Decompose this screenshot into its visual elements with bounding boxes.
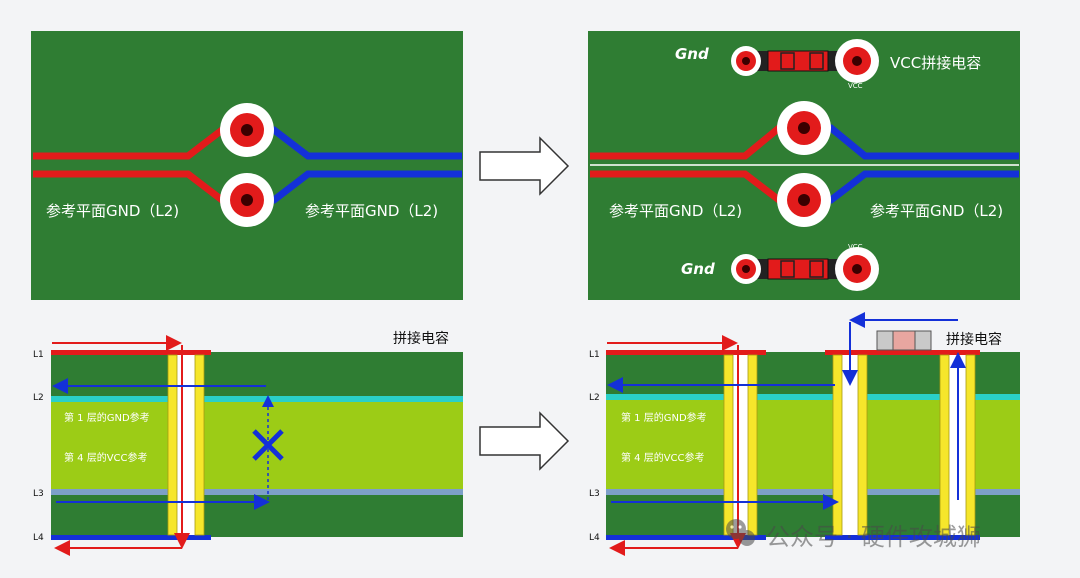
gnd-plane-l2-right xyxy=(204,396,463,402)
bottom-left-panel: L1 L2 L3 L4 第 1 层的GND参考 第 4 层的VCC参考 拼接电容 xyxy=(33,330,463,556)
vcc-small-label-top: VCC xyxy=(848,82,863,90)
vcc-plane-l3-seg xyxy=(757,489,833,495)
l1-copper xyxy=(51,350,211,355)
dielectric-l2-l3 xyxy=(51,400,463,490)
stitch-via-wall xyxy=(832,354,843,536)
top-left-panel: 参考平面GND（L2) 参考平面GND（L2) xyxy=(31,31,463,300)
transition-arrow-top xyxy=(479,136,570,196)
gnd-plane-l2-seg xyxy=(606,394,724,400)
ref-gnd-label: 第 1 层的GND参考 xyxy=(621,411,707,424)
layer-label-l2: L2 xyxy=(589,393,600,403)
vcc-plane-l3-seg xyxy=(867,489,940,495)
l4-copper-cap xyxy=(825,535,980,540)
signal-via-wall xyxy=(747,354,758,536)
blocked-x-icon xyxy=(252,429,284,461)
layer-label-l1: L1 xyxy=(33,350,44,360)
stitch-via-wall xyxy=(965,354,976,536)
panel-title: 拼接电容 xyxy=(393,330,449,347)
layer-label-l2: L2 xyxy=(33,393,44,403)
stitching-capacitor xyxy=(876,330,932,351)
gnd-plane-l2-seg xyxy=(975,394,1020,400)
l1-copper-cap xyxy=(825,350,980,355)
gnd-plane-l2-left xyxy=(51,396,169,402)
ref-gnd-label: 第 1 层的GND参考 xyxy=(64,411,150,424)
gnd-label-bottom: Gnd xyxy=(681,260,715,278)
board-top-left xyxy=(31,31,463,300)
top-right-panel: Gnd VCC拼接电容 VCC 参考平面GND（L2) 参考平面GND（L2) … xyxy=(588,31,1020,300)
stitch-via-wall xyxy=(857,354,868,536)
gnd-label-top: Gnd xyxy=(675,45,709,63)
ref-vcc-label: 第 4 层的VCC参考 xyxy=(621,451,705,464)
ref-plane-label-right: 参考平面GND（L2) xyxy=(870,202,1003,220)
l1-copper xyxy=(606,350,766,355)
stitching-capacitor-bottom xyxy=(731,247,879,291)
layer-label-l1: L1 xyxy=(589,350,600,360)
layer-label-l3: L3 xyxy=(33,489,44,499)
vcc-cap-label: VCC拼接电容 xyxy=(890,54,981,72)
ref-plane-label-right: 参考平面GND（L2) xyxy=(305,202,438,220)
watermark: 公众号 · 硬件攻城狮 xyxy=(726,519,981,551)
wechat-icon xyxy=(726,519,755,546)
l4-copper xyxy=(51,535,211,540)
stitch-via-wall xyxy=(939,354,950,536)
layer-label-l3: L3 xyxy=(589,489,600,499)
vcc-plane-l3-right xyxy=(204,489,463,495)
via-upper xyxy=(777,101,831,155)
vcc-plane-l3-seg xyxy=(606,489,724,495)
via-wall-left xyxy=(167,354,178,536)
transition-arrow-bottom xyxy=(479,411,570,471)
via-upper xyxy=(220,103,274,157)
l4-copper xyxy=(606,535,766,540)
vcc-small-label-bottom: VCC xyxy=(848,243,863,251)
bottom-right-panel: L1 L2 L3 L4 第 1 层的GND参考 第 4 层的VCC参考 拼接电容 xyxy=(589,312,1020,556)
gnd-plane-l2-seg xyxy=(757,394,833,400)
ref-plane-label-left: 参考平面GND（L2) xyxy=(46,202,179,220)
via-wall-right xyxy=(194,354,205,536)
vcc-plane-l3-left xyxy=(51,489,169,495)
ref-vcc-label: 第 4 层的VCC参考 xyxy=(64,451,148,464)
gnd-plane-l2-seg xyxy=(867,394,940,400)
panel-title: 拼接电容 xyxy=(946,331,1002,348)
stitching-capacitor-top xyxy=(731,39,879,83)
layer-label-l4: L4 xyxy=(589,533,600,543)
via-lower xyxy=(777,173,831,227)
layer-label-l4: L4 xyxy=(33,533,44,543)
signal-via-wall xyxy=(723,354,734,536)
via-lower xyxy=(220,173,274,227)
ref-plane-label-left: 参考平面GND（L2) xyxy=(609,202,742,220)
vcc-plane-l3-seg xyxy=(975,489,1020,495)
watermark-text: 公众号 · 硬件攻城狮 xyxy=(766,523,981,551)
